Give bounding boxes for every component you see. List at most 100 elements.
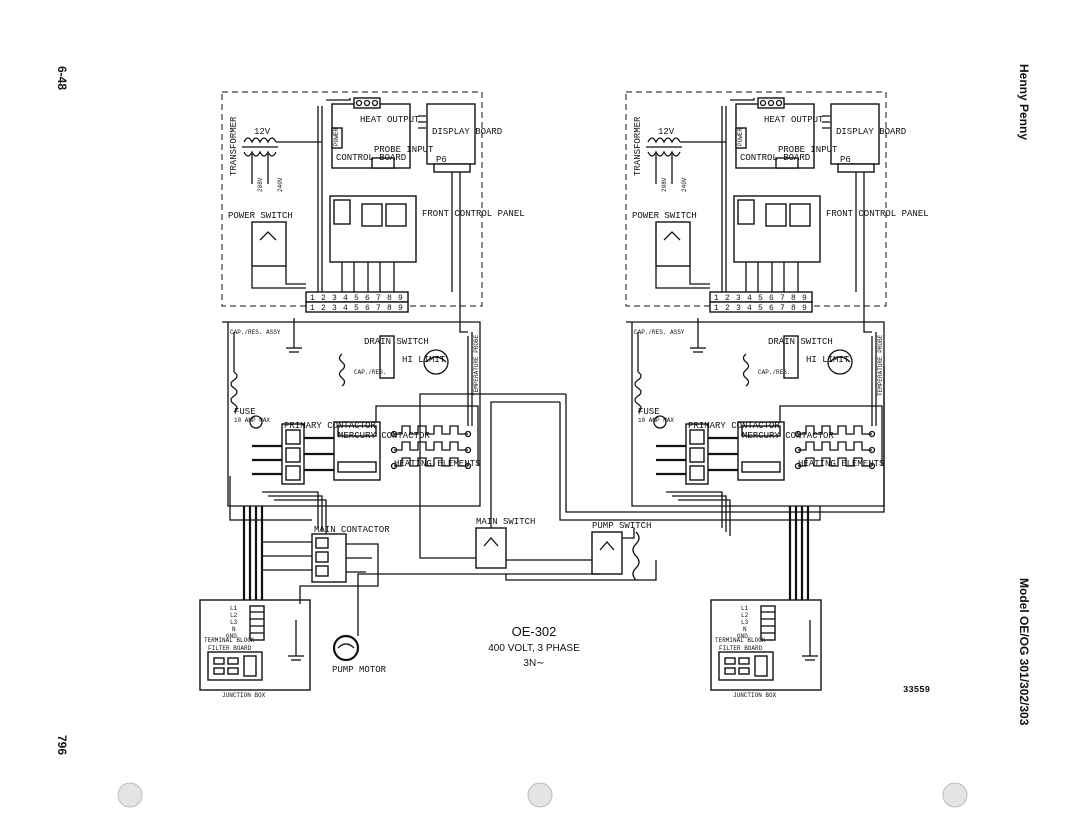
l3-label-right: L3 [741, 619, 749, 626]
terminal-number: 6 [769, 304, 774, 313]
page-number-top: 6-48 [55, 66, 69, 90]
voltage-title: 400 VOLT, 3 PHASE [488, 643, 580, 654]
heating-elements-label-right: HEATING ELEMENTS [798, 459, 884, 469]
punch-hole [942, 782, 968, 808]
punch-hole [117, 782, 143, 808]
temperature-probe-label: TEMPERATURE PROBE [473, 334, 480, 396]
mercury-contactor-label: MERCURY CONTACTOR [338, 431, 430, 441]
terminal-number: 3 [332, 294, 337, 303]
terminal-number: 3 [736, 304, 741, 313]
terminal-number: 3 [332, 304, 337, 313]
drain-switch-label-right: DRAIN SWITCH [768, 337, 833, 347]
terminal-number: 2 [725, 294, 730, 303]
terminal-number: 4 [747, 304, 752, 313]
front-control-panel-label: FRONT CONTROL PANEL [422, 209, 525, 219]
terminal-number: 4 [343, 294, 348, 303]
footer-right: Model OE/OG 301/302/303 [1017, 578, 1031, 726]
terminal-number: 7 [780, 294, 785, 303]
terminal-number: 6 [769, 294, 774, 303]
hi-limit-label-right: HI LIMIT [806, 355, 850, 365]
pump-motor [288, 620, 818, 662]
terminal-number: 9 [802, 304, 807, 313]
power-label: POWER [333, 128, 340, 146]
labels-left: TRANSFORMER 12V 208V 240V HEAT OUTPUT PO… [228, 115, 525, 469]
transformer-label-right: TRANSFORMER [633, 116, 643, 176]
terminal-number: 7 [376, 304, 381, 313]
terminal-number: 3 [736, 294, 741, 303]
filter-board-label-right: FILTER BOARD [719, 645, 763, 652]
l3-label: L3 [230, 619, 238, 626]
terminal-block-label-right: TERMINAL BLOCK [715, 637, 766, 644]
display-board-label-right: DISPLAY BOARD [836, 127, 906, 137]
v12-label: 12V [254, 127, 271, 137]
terminal-number: 9 [398, 294, 403, 303]
mercury-contactor-label-right: MERCURY CONTACTOR [742, 431, 834, 441]
terminal-number: 4 [343, 304, 348, 313]
power-switch-label-right: POWER SWITCH [632, 211, 697, 221]
terminal-number: 6 [365, 294, 370, 303]
terminal-number: 8 [387, 304, 392, 313]
power-switch-label: POWER SWITCH [228, 211, 293, 221]
punch-hole [527, 782, 553, 808]
p6-label-right: P6 [840, 155, 851, 165]
temperature-probe-label-right: TEMPERATURE PROBE [877, 334, 884, 396]
heating-elements-label: HEATING ELEMENTS [394, 459, 480, 469]
cap-res-label: CAP./RES. [354, 369, 386, 376]
main-contactor-label: MAIN CONTACTOR [314, 525, 390, 535]
model-title: OE-302 [512, 624, 557, 639]
primary-contactor-label: PRIMARY CONTACTOR [284, 421, 376, 431]
main-contactor [262, 533, 379, 604]
pump-switch-label: PUMP SWITCH [592, 521, 651, 531]
terminal-number: 2 [321, 294, 326, 303]
primary-contactor-label-right: PRIMARY CONTACTOR [688, 421, 780, 431]
terminal-number: 7 [780, 304, 785, 313]
v240-label: 240V [277, 177, 284, 192]
l2-label-right: L2 [741, 612, 749, 619]
terminal-number: 8 [791, 294, 796, 303]
terminal-block-label: TERMINAL BLOCK [204, 637, 255, 644]
terminal-number: 5 [758, 294, 763, 303]
l1-label-right: L1 [741, 605, 749, 612]
terminal-number: 4 [747, 294, 752, 303]
transformer-label: TRANSFORMER [229, 116, 239, 176]
terminal-number: 8 [791, 304, 796, 313]
junction-box-label-right: JUNCTION BOX [733, 692, 777, 699]
drawing-number: 33559 [903, 685, 930, 695]
probe-input-label: PROBE INPUT [374, 145, 434, 155]
drain-switch-label: DRAIN SWITCH [364, 337, 429, 347]
control-board-label-right: CONTROL BOARD [740, 153, 810, 163]
heat-output-label-right: HEAT OUTPUT [764, 115, 824, 125]
p6-label: P6 [436, 155, 447, 165]
fuse-label: FUSE [234, 407, 256, 417]
hi-limit-label: HI LIMIT [402, 355, 446, 365]
terminal-number: 1 [714, 304, 719, 313]
junction-box-label: JUNCTION BOX [222, 692, 266, 699]
control-board-label: CONTROL BOARD [336, 153, 406, 163]
terminal-number: 5 [758, 304, 763, 313]
main-switch-label: MAIN SWITCH [476, 517, 535, 527]
terminal-number: 5 [354, 304, 359, 313]
cap-res-assy-label: CAP./RES. ASSY [230, 329, 281, 336]
terminal-number: 9 [398, 304, 403, 313]
terminal-number: 2 [321, 304, 326, 313]
probe-input-label-right: PROBE INPUT [778, 145, 838, 155]
heat-output-label: HEAT OUTPUT [360, 115, 420, 125]
n-label: N [232, 626, 236, 633]
terminal-number: 8 [387, 294, 392, 303]
fuse-rating-label: 10 AMP MAX [234, 417, 270, 424]
gnd-label-right: GND [737, 633, 748, 640]
main-switch [419, 393, 600, 569]
terminal-number: 7 [376, 294, 381, 303]
fuse-rating-label-right: 10 AMP MAX [638, 417, 674, 424]
page-number-bottom: 796 [55, 735, 69, 755]
labels-center: MAIN CONTACTOR MAIN SWITCH PUMP SWITCH P… [204, 517, 777, 699]
display-board-label: DISPLAY BOARD [432, 127, 502, 137]
terminal-number: 2 [725, 304, 730, 313]
power-label-right: POWER [737, 128, 744, 146]
terminal-number: 5 [354, 294, 359, 303]
labels-right: TRANSFORMER 12V 208V 240V HEAT OUTPUT PO… [632, 115, 929, 469]
v208-label-right: 208V [661, 177, 668, 192]
supply-title: 3N∼ [523, 658, 544, 669]
